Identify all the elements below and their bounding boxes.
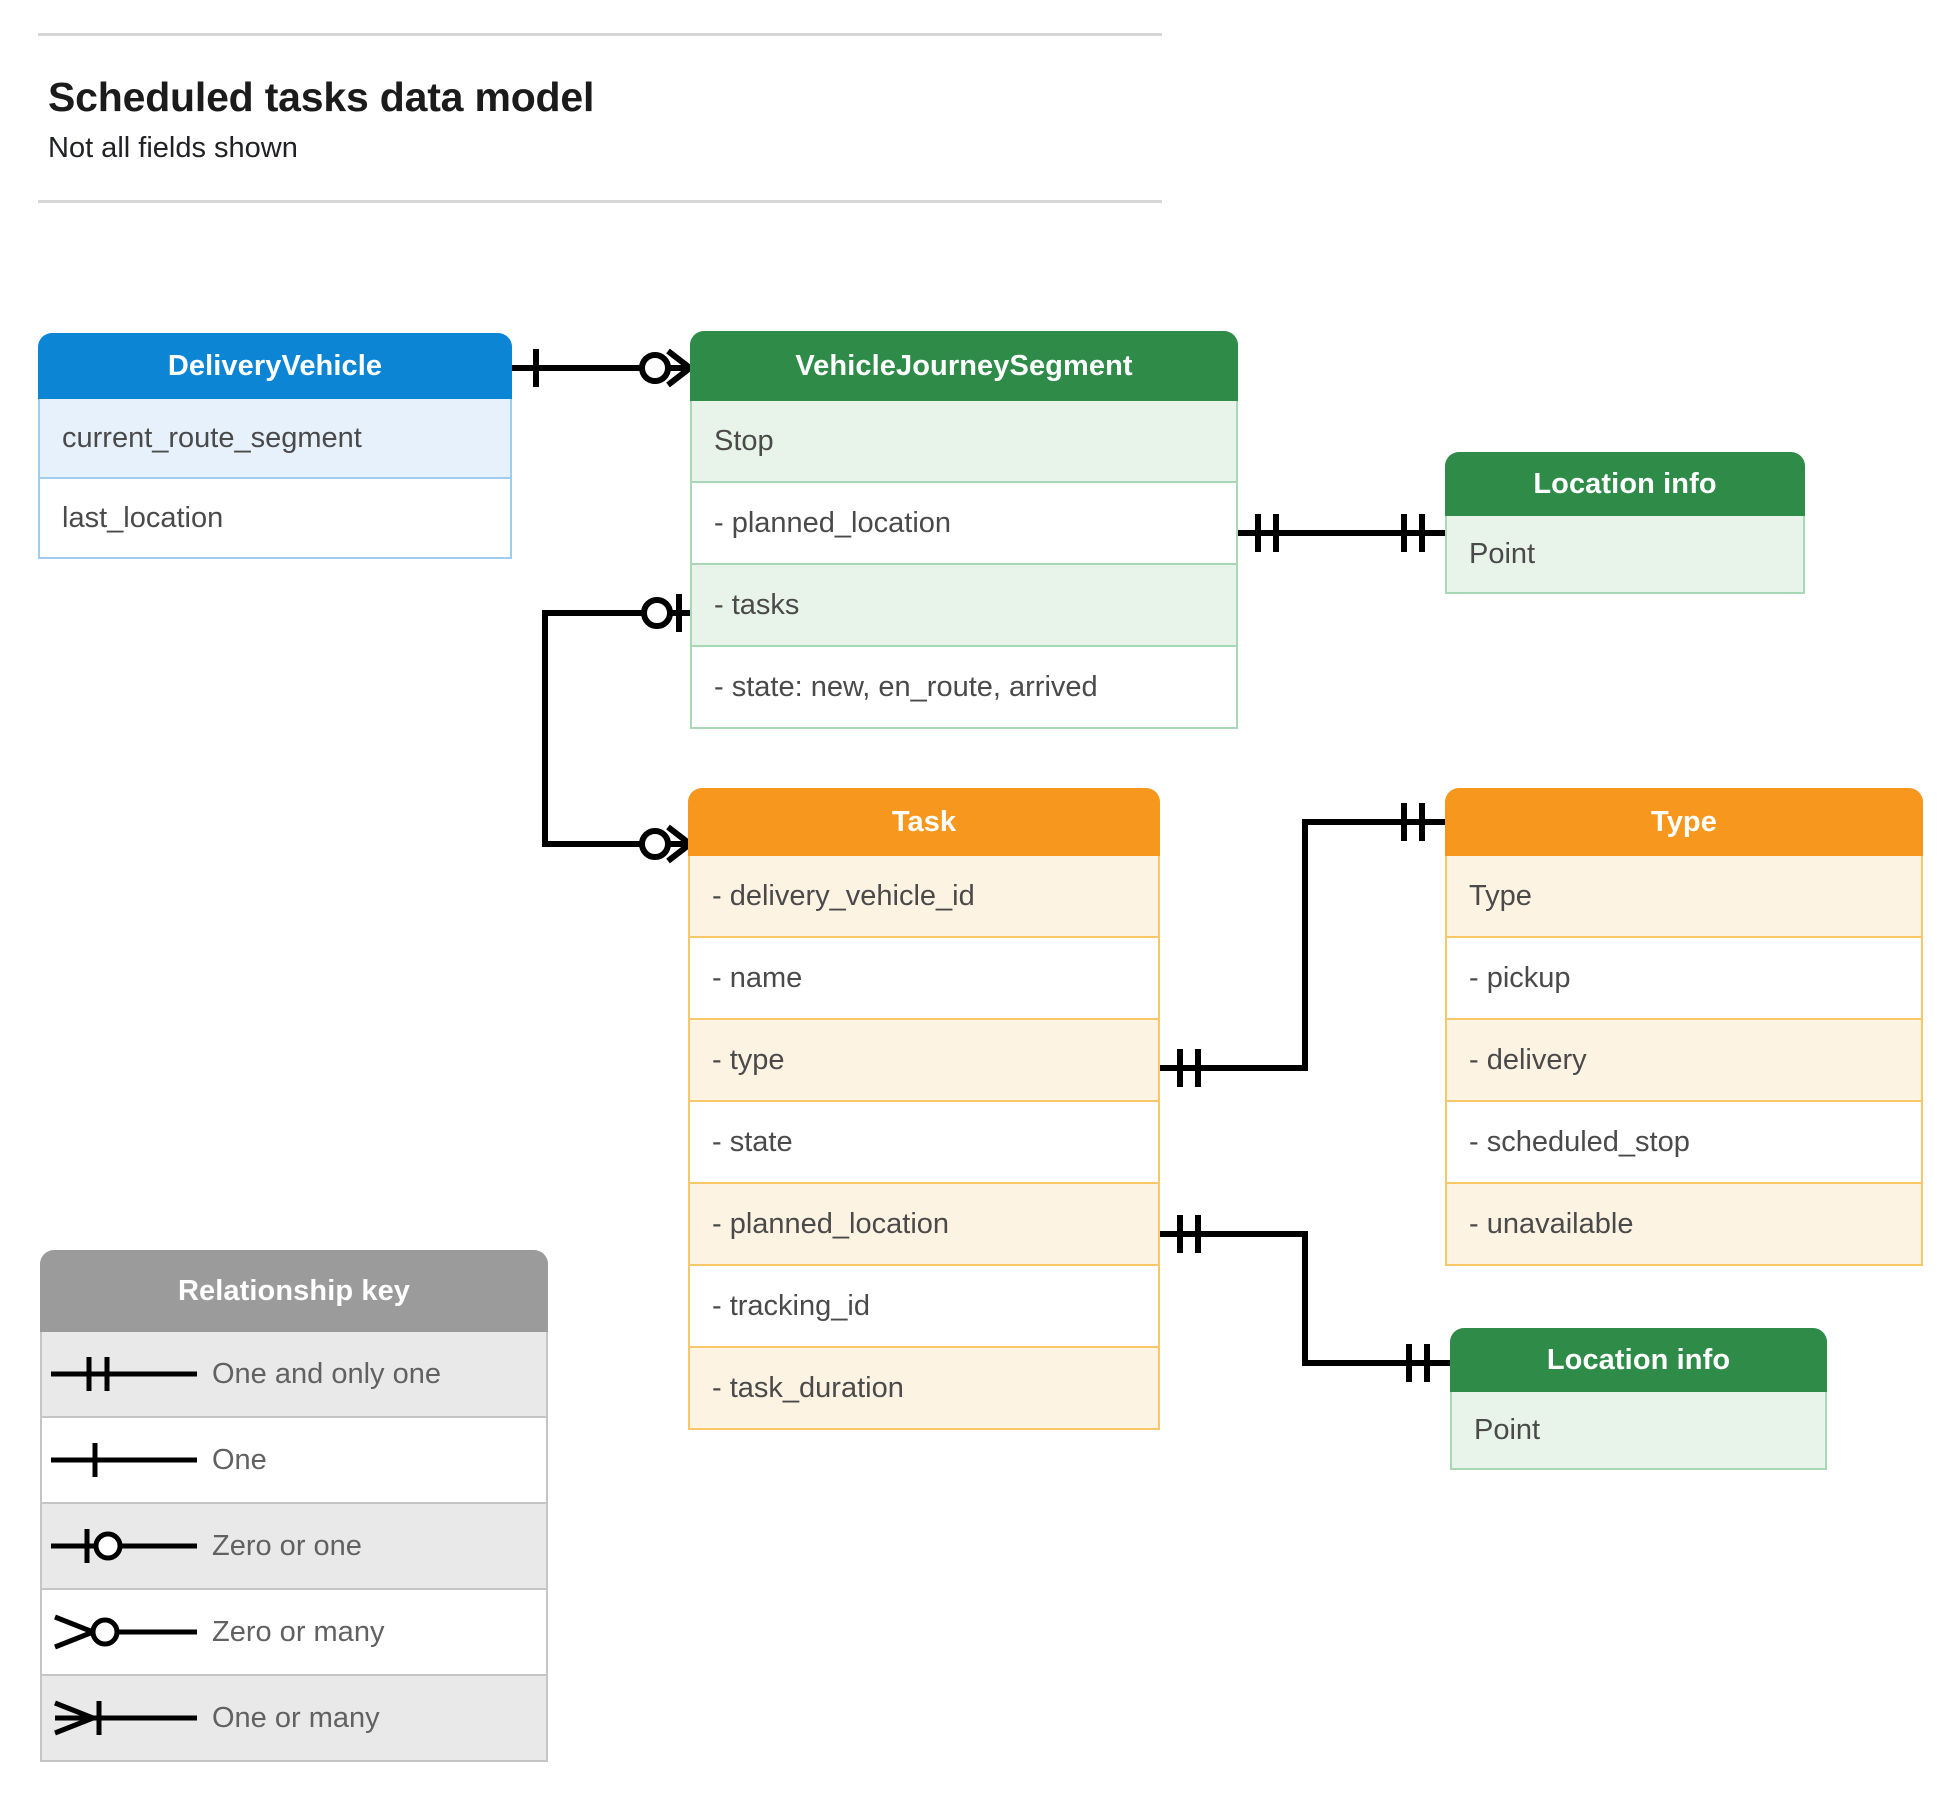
entity-field[interactable]: Point [1450, 1392, 1827, 1470]
entity-vehiclejourneysegment[interactable]: VehicleJourneySegment Stop - planned_loc… [690, 331, 1238, 729]
legend-relationship-key[interactable]: Relationship key One and only one [40, 1250, 548, 1762]
entity-field[interactable]: - state: new, en_route, arrived [690, 647, 1238, 729]
entity-field[interactable]: Stop [690, 401, 1238, 483]
zero-or-many-icon [42, 1609, 212, 1655]
one-and-only-one-icon [42, 1351, 212, 1397]
legend-item[interactable]: One or many [40, 1676, 548, 1762]
entity-field[interactable]: - planned_location [688, 1184, 1160, 1266]
rel-vjs-plannedlocation-locationinfo [1238, 514, 1445, 552]
entity-field[interactable]: - planned_location [690, 483, 1238, 565]
entity-field[interactable]: - delivery_vehicle_id [688, 856, 1160, 938]
entity-deliveryvehicle[interactable]: DeliveryVehicle current_route_segment la… [38, 333, 512, 559]
header-divider-bottom [38, 200, 1162, 203]
entity-field[interactable]: - unavailable [1445, 1184, 1923, 1266]
entity-field[interactable]: - task_duration [688, 1348, 1160, 1430]
entity-header-type: Type [1445, 788, 1923, 856]
entity-field[interactable]: - state [688, 1102, 1160, 1184]
zero-or-one-icon [42, 1523, 212, 1569]
entity-location-info-top[interactable]: Location info Point [1445, 452, 1805, 594]
legend-item-label: One [212, 1443, 267, 1476]
entity-field[interactable]: - pickup [1445, 938, 1923, 1020]
header-divider-top [38, 33, 1162, 36]
entity-rows-type: Type - pickup - delivery - scheduled_sto… [1445, 856, 1923, 1266]
entity-location-info-bottom[interactable]: Location info Point [1450, 1328, 1827, 1470]
rel-task-type [1160, 803, 1445, 1087]
rel-task-plannedlocation-locationinfo [1160, 1215, 1450, 1382]
legend-item-label: Zero or one [212, 1529, 362, 1562]
one-icon [42, 1437, 212, 1483]
legend-item[interactable]: Zero or many [40, 1590, 548, 1676]
legend-item-label: One or many [212, 1701, 380, 1734]
entity-rows-deliveryvehicle: current_route_segment last_location [38, 399, 512, 559]
legend-item-label: One and only one [212, 1357, 441, 1390]
entity-field[interactable]: - scheduled_stop [1445, 1102, 1923, 1184]
legend-item[interactable]: One and only one [40, 1332, 548, 1418]
entity-field[interactable]: Point [1445, 516, 1805, 594]
entity-header-vehiclejourneysegment: VehicleJourneySegment [690, 331, 1238, 401]
entity-header-location-info-bottom: Location info [1450, 1328, 1827, 1392]
rel-deliveryvehicle-vehiclejourneysegment [512, 348, 692, 388]
entity-field[interactable]: - type [688, 1020, 1160, 1102]
page-subtitle: Not all fields shown [48, 132, 298, 164]
entity-header-task: Task [688, 788, 1160, 856]
entity-field[interactable]: Type [1445, 856, 1923, 938]
entity-header-deliveryvehicle: DeliveryVehicle [38, 333, 512, 399]
entity-field[interactable]: - name [688, 938, 1160, 1020]
entity-rows-location-info-bottom: Point [1450, 1392, 1827, 1470]
entity-task[interactable]: Task - delivery_vehicle_id - name - type… [688, 788, 1160, 1430]
entity-field[interactable]: last_location [38, 479, 512, 559]
legend-item-label: Zero or many [212, 1615, 385, 1648]
legend-title: Relationship key [40, 1250, 548, 1332]
entity-rows-vehiclejourneysegment: Stop - planned_location - tasks - state:… [690, 401, 1238, 729]
legend-item[interactable]: One [40, 1418, 548, 1504]
legend-rows: One and only one One [40, 1332, 548, 1762]
entity-rows-task: - delivery_vehicle_id - name - type - st… [688, 856, 1160, 1430]
entity-field[interactable]: current_route_segment [38, 399, 512, 479]
entity-header-location-info-top: Location info [1445, 452, 1805, 516]
page-title: Scheduled tasks data model [48, 74, 595, 120]
legend-item[interactable]: Zero or one [40, 1504, 548, 1590]
one-or-many-icon [42, 1695, 212, 1741]
entity-field[interactable]: - tracking_id [688, 1266, 1160, 1348]
entity-field[interactable]: - delivery [1445, 1020, 1923, 1102]
entity-rows-location-info-top: Point [1445, 516, 1805, 594]
entity-type[interactable]: Type Type - pickup - delivery - schedule… [1445, 788, 1923, 1266]
entity-field[interactable]: - tasks [690, 565, 1238, 647]
rel-vjs-tasks-task [542, 594, 692, 864]
